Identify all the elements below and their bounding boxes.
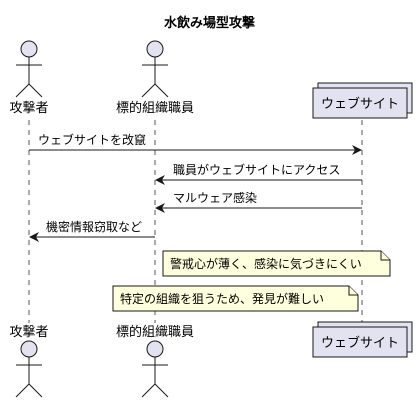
participant-website-top-box bbox=[312, 82, 413, 119]
participant-employee-bottom: 標的組織職員 bbox=[116, 324, 194, 340]
participant-employee-top: 標的組織職員 bbox=[116, 100, 194, 116]
actor-attacker-top-icon bbox=[15, 40, 43, 98]
message-4-label: 機密情報窃取など bbox=[46, 219, 142, 234]
participant-website-bottom-box bbox=[312, 321, 413, 358]
diagram-title: 水飲み場型攻撃 bbox=[164, 15, 255, 31]
actor-employee-top-icon bbox=[141, 40, 169, 98]
note-2-box bbox=[112, 285, 359, 312]
note-2-text: 特定の組織を狙うため、発見が難しい bbox=[120, 291, 324, 306]
message-1-label: ウェブサイトを改竄 bbox=[38, 132, 146, 147]
participant-website-top: ウェブサイト bbox=[321, 96, 399, 112]
participant-website-bottom: ウェブサイト bbox=[321, 335, 399, 351]
note-1-box bbox=[162, 250, 391, 277]
participant-attacker-bottom: 攻撃者 bbox=[9, 324, 48, 340]
note-1-text: 警戒心が薄く、感染に気づきにくい bbox=[170, 256, 362, 271]
message-3-label: マルウェア感染 bbox=[173, 190, 257, 205]
actor-employee-bottom-icon bbox=[141, 340, 169, 398]
actor-attacker-bottom-icon bbox=[15, 340, 43, 398]
participant-attacker-top: 攻撃者 bbox=[9, 100, 48, 116]
message-2-label: 職員がウェブサイトにアクセス bbox=[173, 162, 340, 177]
